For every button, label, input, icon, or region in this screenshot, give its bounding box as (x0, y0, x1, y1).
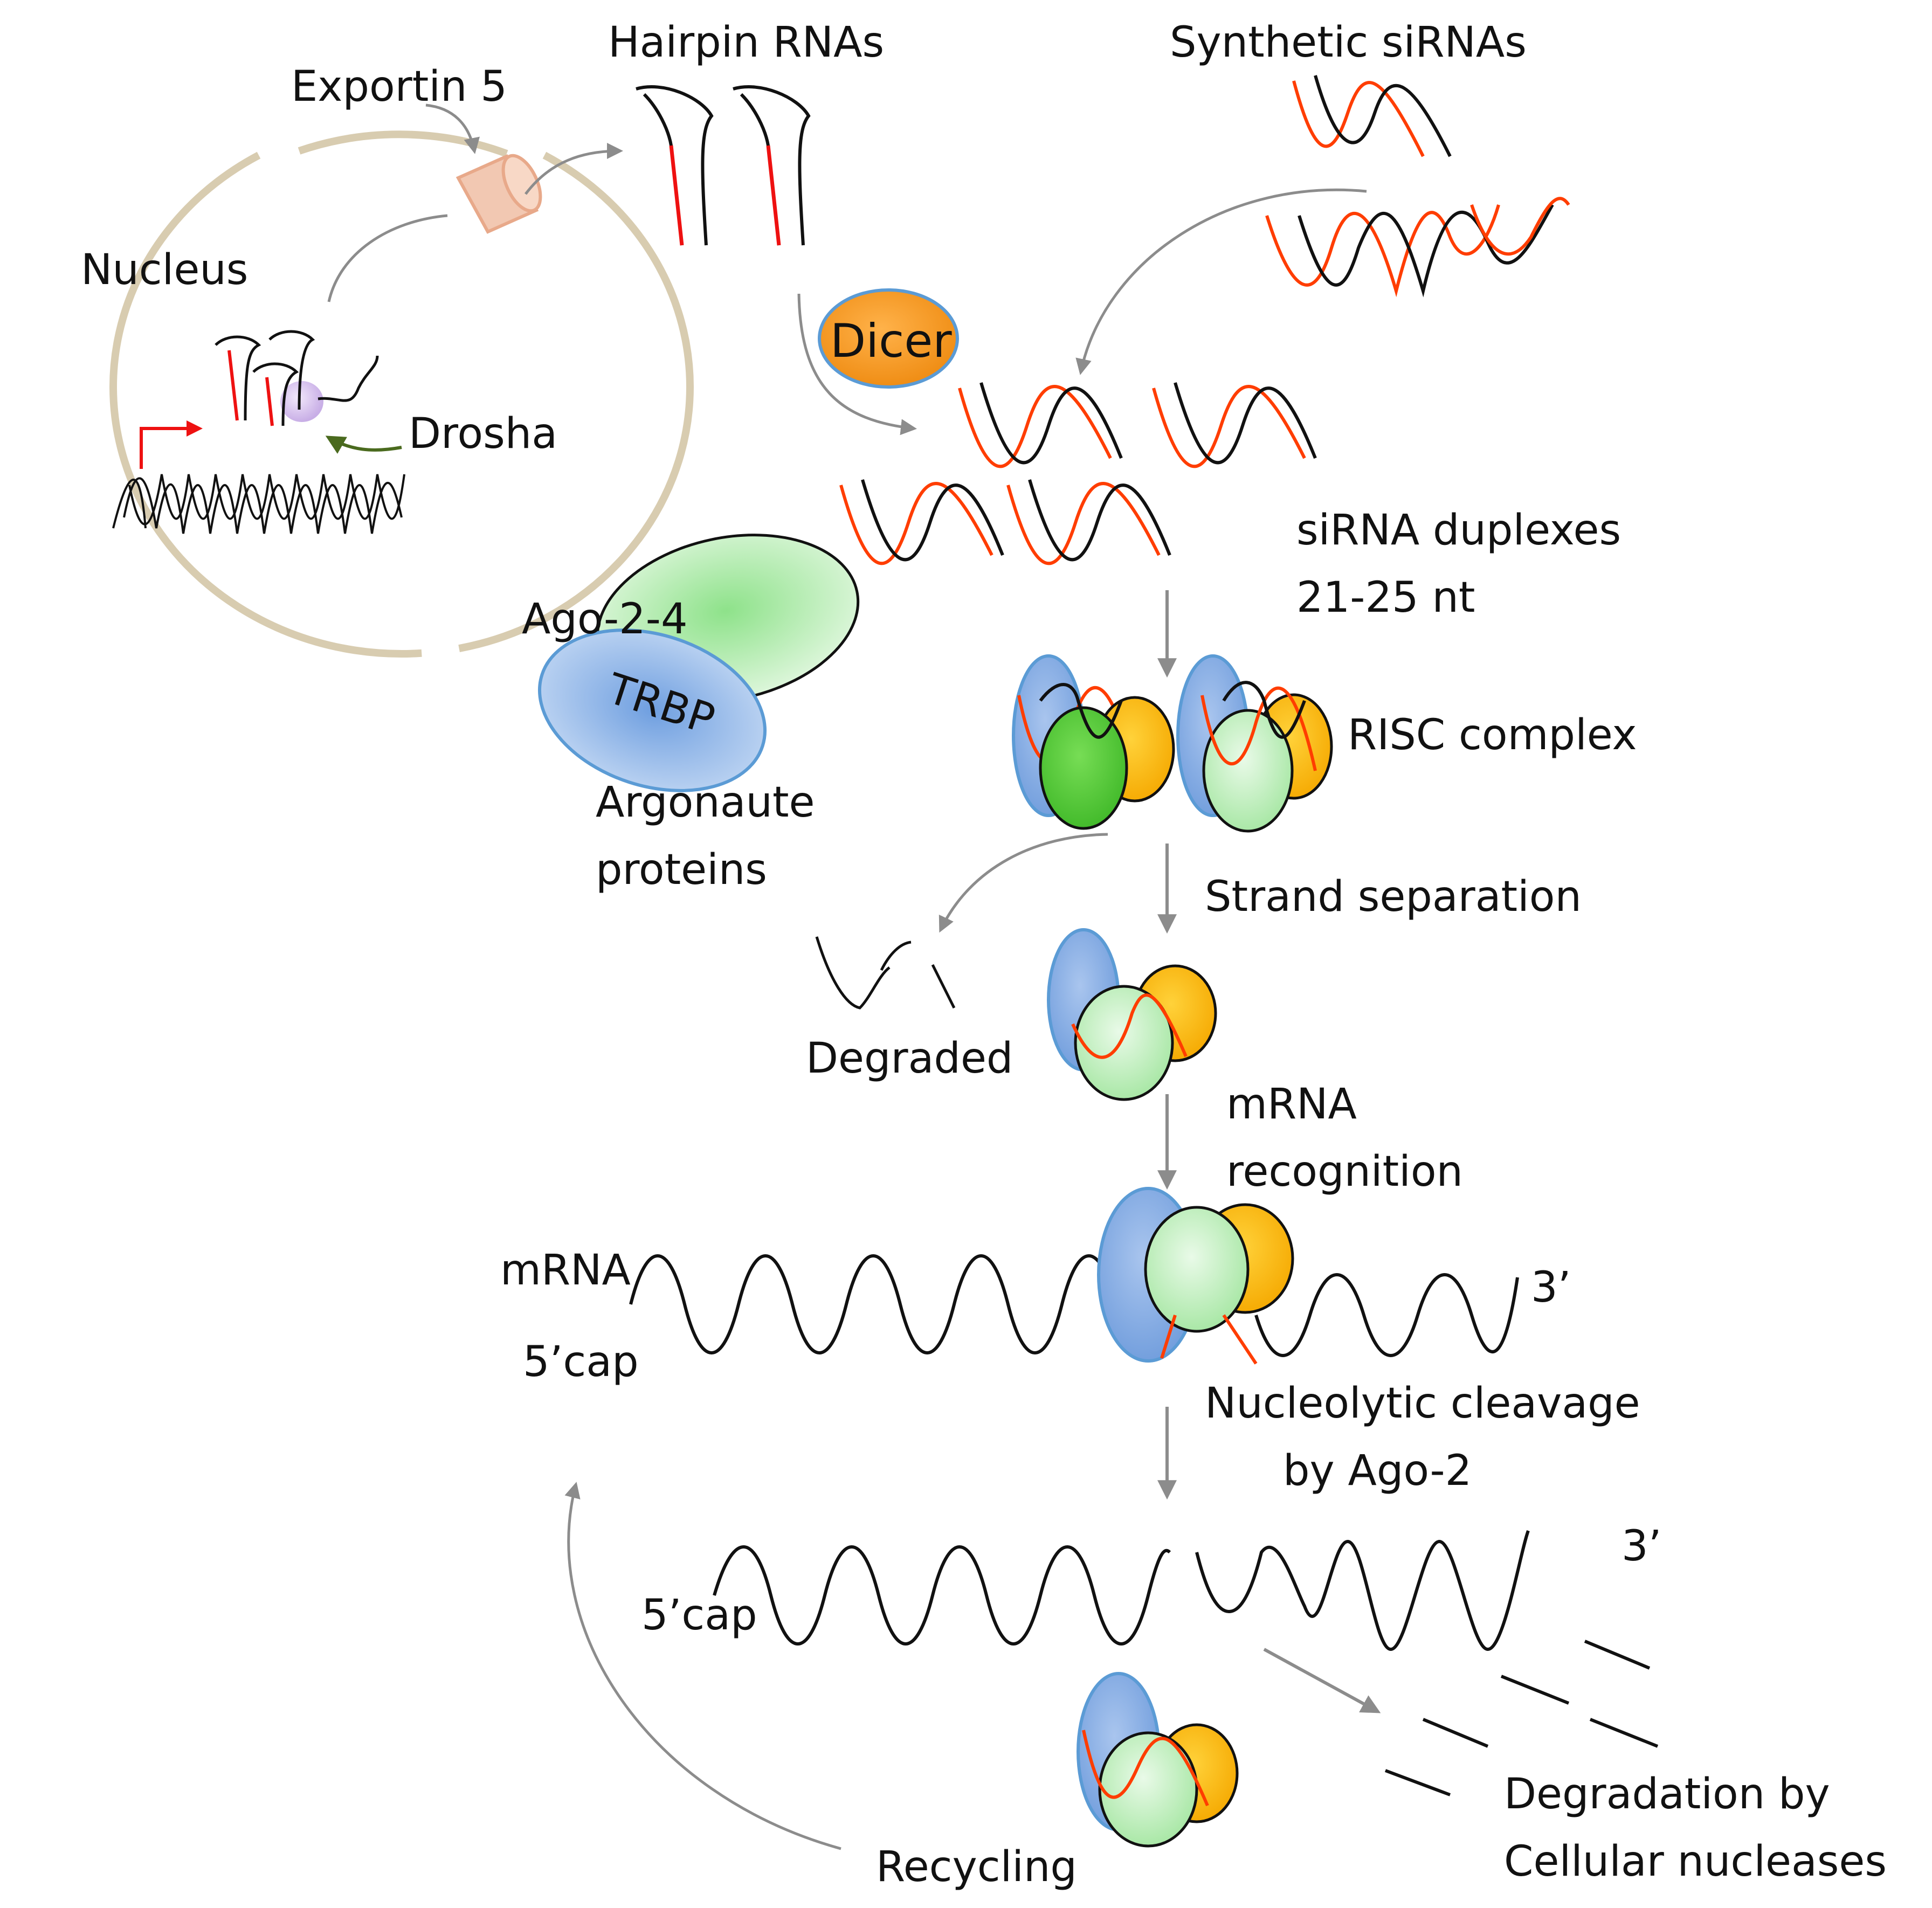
cleavage-label-2: by Ago-2 (1283, 1447, 1472, 1495)
pri-mirna-hairpins (215, 330, 315, 426)
ago-label: Ago-2-4 (522, 595, 688, 644)
pri-mirna-tail (318, 355, 379, 402)
sirna-length-label: 21-25 nt (1296, 573, 1475, 622)
five-cap-label-1: 5’cap (523, 1338, 639, 1386)
synthetic-to-duplex-arrow (1075, 188, 1367, 375)
risc-complex-label: RISC complex (1348, 711, 1637, 759)
export-to-cytoplasm-arrow (525, 143, 623, 195)
mrna-recognition-label-2: recognition (1226, 1147, 1463, 1196)
nucleus-membrane (109, 151, 694, 658)
dna-helix (112, 474, 405, 534)
sirna-duplexes-label: siRNA duplexes (1296, 506, 1622, 555)
nucleus-group (109, 130, 694, 658)
dicer-label: Dicer (830, 314, 952, 368)
drosha-label: Drosha (409, 410, 558, 458)
degradation-branch-arrow (939, 833, 1108, 933)
hairpin-rnas (636, 85, 811, 246)
cleaved-fragment-5 (713, 1545, 1171, 1646)
synthetic-sirnas (1265, 75, 1570, 298)
exportin-group (425, 103, 623, 234)
exportin-label: Exportin 5 (291, 63, 507, 111)
sirna-duplexes (839, 382, 1317, 565)
strand-separation-label: Strand separation (1205, 873, 1582, 921)
risc-complex-2 (1176, 654, 1333, 833)
cleavage-label-1: Nucleolytic cleavage (1205, 1379, 1640, 1428)
degradation-label-2: Cellular nucleases (1504, 1837, 1887, 1886)
synthetic-sirnas-label: Synthetic siRNAs (1170, 18, 1527, 67)
mrna-recognition-label-1: mRNA (1226, 1080, 1357, 1129)
exportin-channel (456, 154, 542, 234)
cleaved-mrna (713, 1530, 1530, 1651)
mrna-strand-intact (629, 1254, 1117, 1354)
promoter-arrow (140, 420, 203, 469)
exportin-pointer-arrow (425, 103, 480, 154)
proteins-label: proteins (596, 846, 767, 894)
argonaute-label: Argonaute (596, 778, 815, 827)
export-path-arrow (327, 214, 448, 302)
recycled-risc (1077, 1672, 1239, 1848)
dicer-arrow (797, 293, 917, 435)
mrna-bound-complex (629, 1187, 1519, 1365)
cleaved-fragment-3 (1195, 1530, 1530, 1651)
three-prime-label-1: 3’ (1531, 1263, 1571, 1312)
degraded-fragments (1384, 1640, 1659, 1796)
ago-trbp-legend (537, 534, 860, 792)
nucleus-label: Nucleus (81, 246, 249, 294)
degraded-strands (815, 936, 956, 1010)
mrna-label: mRNA (500, 1246, 631, 1295)
drosha-enzyme (280, 381, 323, 422)
three-prime-label-2: 3’ (1622, 1522, 1662, 1571)
nuclease-arrow (1263, 1648, 1381, 1713)
hairpin-rnas-label: Hairpin RNAs (608, 18, 885, 67)
risc-complex-1 (1012, 654, 1175, 830)
recycling-label: Recycling (876, 1843, 1077, 1891)
degradation-label-1: Degradation by (1504, 1770, 1830, 1819)
nucleus-membrane-top (298, 130, 508, 157)
trbp-protein (537, 628, 767, 792)
five-cap-label-2: 5’cap (641, 1591, 757, 1640)
drosha-arrow (325, 435, 402, 454)
dicer-enzyme (818, 288, 959, 389)
recycling-arrow (564, 1482, 841, 1850)
active-risc (1047, 928, 1217, 1101)
degraded-label: Degraded (806, 1034, 1013, 1083)
